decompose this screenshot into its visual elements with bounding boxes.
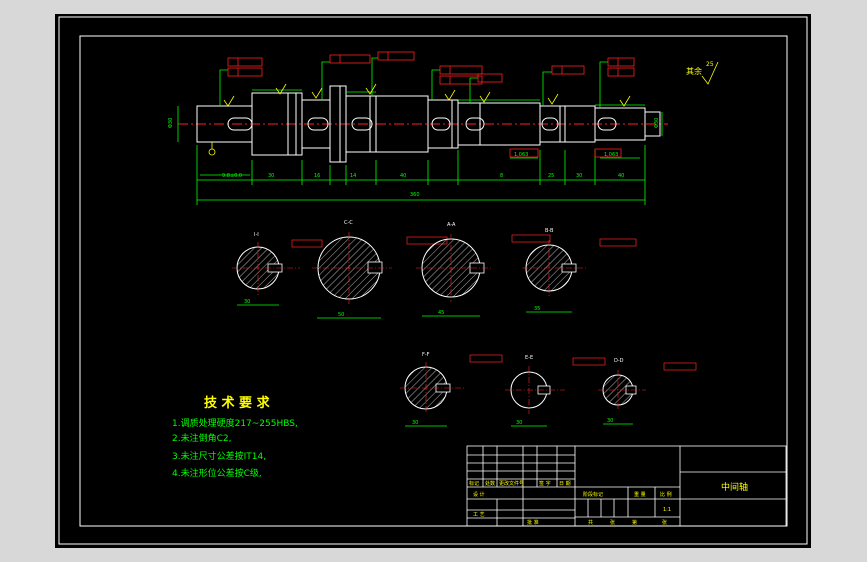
tb-part-name: 中间轴 <box>721 481 748 493</box>
section-2-dia: 50 <box>338 312 344 318</box>
main-view-tolerance-frames <box>227 51 635 158</box>
section-5-dia: 30 <box>412 420 418 426</box>
tb-sheet-unit-label-1: 张 <box>610 519 615 526</box>
tb-date-label: 日 期 <box>559 481 571 487</box>
section-1: I-I 30 <box>232 232 323 306</box>
svg-text:Φ30: Φ30 <box>654 118 660 128</box>
tb-weight-label: 重 量 <box>634 491 646 498</box>
tech-item-4: 4.未注形位公差按C级, <box>172 467 262 479</box>
svg-text:40: 40 <box>618 173 624 179</box>
svg-text:16: 16 <box>314 173 320 179</box>
keyway-1 <box>227 117 253 131</box>
tb-sign-label: 签 字 <box>539 480 551 487</box>
section-4-dia: 35 <box>534 306 540 312</box>
tech-item-2: 2.未注倒角C2, <box>172 432 231 444</box>
keyway-3 <box>351 117 373 131</box>
section-7-dia: 30 <box>607 418 613 424</box>
tb-count-label: 处数 <box>485 480 495 487</box>
section-4-label: B-B <box>545 228 554 234</box>
svg-text:30: 30 <box>268 173 274 179</box>
tb-scale-label: 比 例 <box>660 491 672 498</box>
svg-text:1,063: 1,063 <box>514 152 528 158</box>
svg-text:30: 30 <box>576 173 582 179</box>
tech-heading: 技 术 要 求 <box>204 395 271 411</box>
section-5-label: F-F <box>422 352 430 358</box>
shaft-main-view <box>178 85 668 163</box>
keyway-6 <box>541 117 559 131</box>
section-1-dia: 30 <box>244 299 250 305</box>
section-6-dia: 30 <box>516 420 522 426</box>
tb-design-label: 设 计 <box>473 491 485 498</box>
tb-approve-label: 批 准 <box>527 519 539 526</box>
section-3: A-A 45 <box>416 222 551 317</box>
title-block-text: 标记 处数 更改文件号 签 字 日 期 设 计 工 艺 批 准 阶段标记 重 量… <box>469 480 748 526</box>
svg-text:1,063: 1,063 <box>604 152 618 158</box>
svg-text:9.8±0.0: 9.8±0.0 <box>222 173 242 179</box>
section-2: C-C 50 <box>312 220 448 319</box>
keyway-4 <box>431 117 451 131</box>
shaft-segment-12 <box>644 111 661 137</box>
tb-mark-label: 标记 <box>469 480 479 487</box>
roughness-note-text: 其余 <box>686 66 702 76</box>
tech-item-3: 3.未注尺寸公差按IT14, <box>172 450 266 462</box>
section-7-label: D-D <box>614 358 624 364</box>
main-view-dimensions <box>177 57 663 205</box>
outer-frame <box>58 16 808 545</box>
keyway-5 <box>465 117 485 131</box>
keyway-7 <box>597 117 617 131</box>
section-3-label: A-A <box>447 222 456 228</box>
main-view-dimension-text: 360 9.8±0.0 30 16 14 40 8 25 30 40 1,063… <box>168 118 660 198</box>
tb-stage-label: 阶段标记 <box>583 491 603 498</box>
section-4: B-B 35 <box>522 228 637 313</box>
overall-length-text: 360 <box>410 192 420 198</box>
tb-process-label: 工 艺 <box>473 512 485 518</box>
section-6: E-E 30 <box>505 355 606 427</box>
svg-text:14: 14 <box>350 173 356 179</box>
technical-requirements: 技 术 要 求 1.调质处理硬度217~255HBS, 2.未注倒角C2, 3.… <box>172 395 298 479</box>
svg-text:8: 8 <box>500 173 503 179</box>
tb-sheet-total-label: 共 <box>588 519 593 526</box>
roughness-value-text: 25 <box>706 61 714 68</box>
section-1-label: I-I <box>254 232 259 238</box>
tb-scale-value: 1:1 <box>663 507 671 513</box>
roughness-note: 其余 25 <box>686 61 714 76</box>
svg-text:40: 40 <box>400 173 406 179</box>
title-block <box>466 445 787 527</box>
section-6-label: E-E <box>525 355 533 361</box>
section-3-dia: 45 <box>438 310 444 316</box>
tb-sheet-no-label: 第 <box>632 519 637 526</box>
svg-text:25: 25 <box>548 173 554 179</box>
tech-item-1: 1.调质处理硬度217~255HBS, <box>172 417 298 429</box>
keyway-2 <box>307 117 329 131</box>
inner-frame <box>79 35 788 527</box>
section-5: F-F 30 <box>400 352 503 427</box>
section-7: D-D 30 <box>598 358 697 425</box>
tb-sheet-unit-label-2: 张 <box>662 519 667 526</box>
main-view-roughness-marks <box>208 61 719 156</box>
section-2-label: C-C <box>344 220 353 226</box>
svg-text:Φ30: Φ30 <box>168 118 174 128</box>
tb-file-label: 更改文件号 <box>499 480 524 487</box>
cross-sections: I-I 30 C-C 50 A-A 45 <box>232 220 697 427</box>
